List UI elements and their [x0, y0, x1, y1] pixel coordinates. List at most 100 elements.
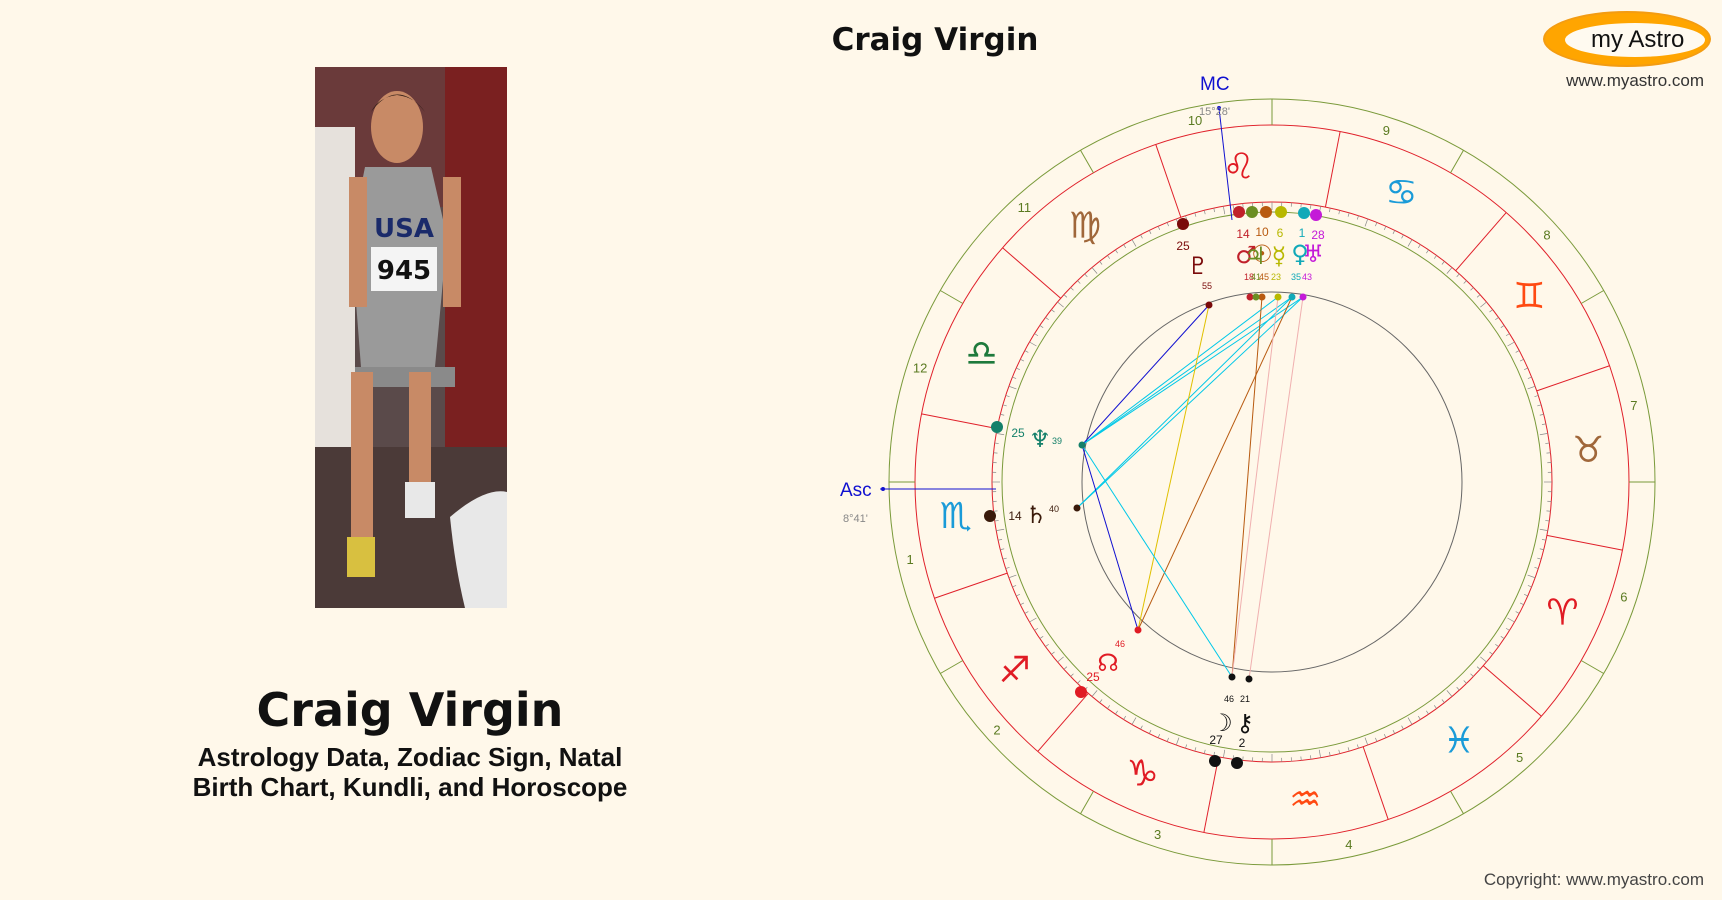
myastro-logo[interactable]: my Astro — [1543, 11, 1711, 67]
degree-tick — [1480, 656, 1487, 663]
svg-text:USA: USA — [374, 214, 434, 244]
moon-glyph: ☽ — [1211, 709, 1233, 737]
degree-tick — [994, 442, 999, 444]
mercury-degree: 6 — [1277, 226, 1284, 240]
degree-tick — [1441, 261, 1445, 265]
degree-tick — [1020, 602, 1025, 606]
degree-tick — [1446, 267, 1453, 274]
degree-tick — [1523, 367, 1528, 371]
house-number: 1 — [906, 552, 913, 567]
degree-tick — [1002, 557, 1007, 560]
degree-tick — [1045, 317, 1049, 321]
degree-tick — [994, 520, 999, 522]
degree-tick — [1223, 749, 1226, 758]
degree-tick — [1545, 520, 1550, 522]
degree-tick — [1489, 309, 1493, 313]
zodiac-sign-glyph: ♉ — [1572, 430, 1604, 471]
profile-subtitle: Astrology Data, Zodiac Sign, Natal Birth… — [50, 742, 770, 802]
house-number: 6 — [1620, 589, 1627, 604]
sun-minutes: 45 — [1259, 272, 1269, 282]
degree-tick — [1338, 749, 1341, 754]
sign-divider — [1455, 212, 1507, 272]
moon-minutes: 46 — [1224, 694, 1234, 704]
degree-tick — [1140, 234, 1143, 239]
sign-divider — [921, 413, 998, 430]
jupiter-aspect-point — [1252, 293, 1260, 301]
degree-tick — [1039, 636, 1044, 639]
aspect-line — [1248, 296, 1304, 680]
degree-tick — [1091, 267, 1098, 274]
house-cusp-tick — [1450, 790, 1464, 814]
degree-tick — [1099, 699, 1103, 703]
degree-tick — [1470, 673, 1474, 677]
sign-divider — [1155, 144, 1182, 218]
jupiter-glyph: ♃ — [1244, 242, 1266, 270]
sign-divider — [1203, 756, 1220, 833]
degree-tick — [1537, 557, 1542, 560]
outer-circle — [888, 98, 1656, 866]
mars-degree: 14 — [1236, 227, 1250, 241]
degree-tick — [1232, 204, 1234, 209]
degree-tick — [1070, 673, 1074, 677]
degree-tick — [1392, 230, 1396, 235]
degree-tick — [1463, 280, 1467, 284]
degree-tick — [1020, 358, 1025, 362]
moon-aspect-point — [1228, 673, 1236, 681]
chiron-dot — [1231, 757, 1243, 769]
mercury-glyph: ☿ — [1272, 242, 1287, 270]
degree-tick — [1527, 385, 1536, 390]
venus-minutes: 35 — [1291, 272, 1301, 282]
venus-degree: 1 — [1299, 226, 1306, 240]
uranus-degree: 28 — [1311, 228, 1325, 242]
degree-tick — [1310, 755, 1312, 760]
degree-tick — [1063, 666, 1068, 670]
degree-tick — [1185, 215, 1188, 220]
site-url[interactable]: www.myastro.com — [1566, 71, 1704, 90]
degree-tick — [1433, 255, 1437, 259]
degree-tick — [998, 539, 1003, 541]
degree-tick — [1194, 747, 1197, 752]
degree-tick — [1507, 341, 1515, 347]
aspect-line — [1076, 296, 1304, 509]
degree-tick — [1140, 725, 1143, 730]
degree-tick — [1383, 733, 1387, 738]
degree-tick — [1470, 287, 1474, 291]
mars-minutes: 18 — [1244, 272, 1254, 282]
subtitle-line-2: Birth Chart, Kundli, and Horoscope — [192, 772, 628, 802]
degree-tick — [1500, 636, 1505, 639]
degree-tick — [1515, 350, 1520, 353]
zodiac-sign-glyph: ♈ — [1546, 592, 1578, 633]
pluto-aspect-point — [1205, 301, 1213, 309]
degree-tick — [1545, 442, 1550, 444]
house-cusp-tick — [1580, 290, 1604, 304]
degree-tick — [1329, 208, 1331, 213]
degree-tick — [1070, 287, 1074, 291]
degree-tick — [1417, 715, 1421, 720]
degree-tick — [1166, 737, 1169, 742]
degree-tick — [1539, 413, 1544, 416]
pluto-minutes: 55 — [1202, 281, 1212, 291]
house-number: 12 — [913, 361, 927, 376]
degree-tick — [1077, 280, 1081, 284]
aspect-line — [1081, 444, 1233, 678]
zodiac-sign-glyph: ♑ — [1127, 754, 1159, 795]
degree-tick — [1507, 617, 1515, 623]
zodiac-sign-glyph: ♎ — [965, 334, 997, 375]
aspect-line — [1081, 296, 1293, 446]
degree-tick — [1024, 611, 1029, 614]
node-minutes: 46 — [1115, 639, 1125, 649]
sign-ring-inner — [991, 201, 1553, 763]
house-number: 9 — [1383, 123, 1390, 138]
chiron-aspect-point — [1245, 675, 1253, 683]
saturn-dot — [984, 510, 996, 522]
degree-tick — [1175, 737, 1180, 746]
degree-tick — [1223, 206, 1226, 215]
degree-tick — [1527, 574, 1536, 579]
degree-tick — [1426, 249, 1429, 254]
degree-tick — [1131, 239, 1137, 247]
neptune-dot — [991, 421, 1003, 433]
aspect-circle — [1081, 291, 1463, 673]
degree-tick — [1417, 244, 1421, 249]
subtitle-line-1: Astrology Data, Zodiac Sign, Natal — [197, 742, 623, 772]
saturn-glyph: ♄ — [1025, 501, 1047, 529]
